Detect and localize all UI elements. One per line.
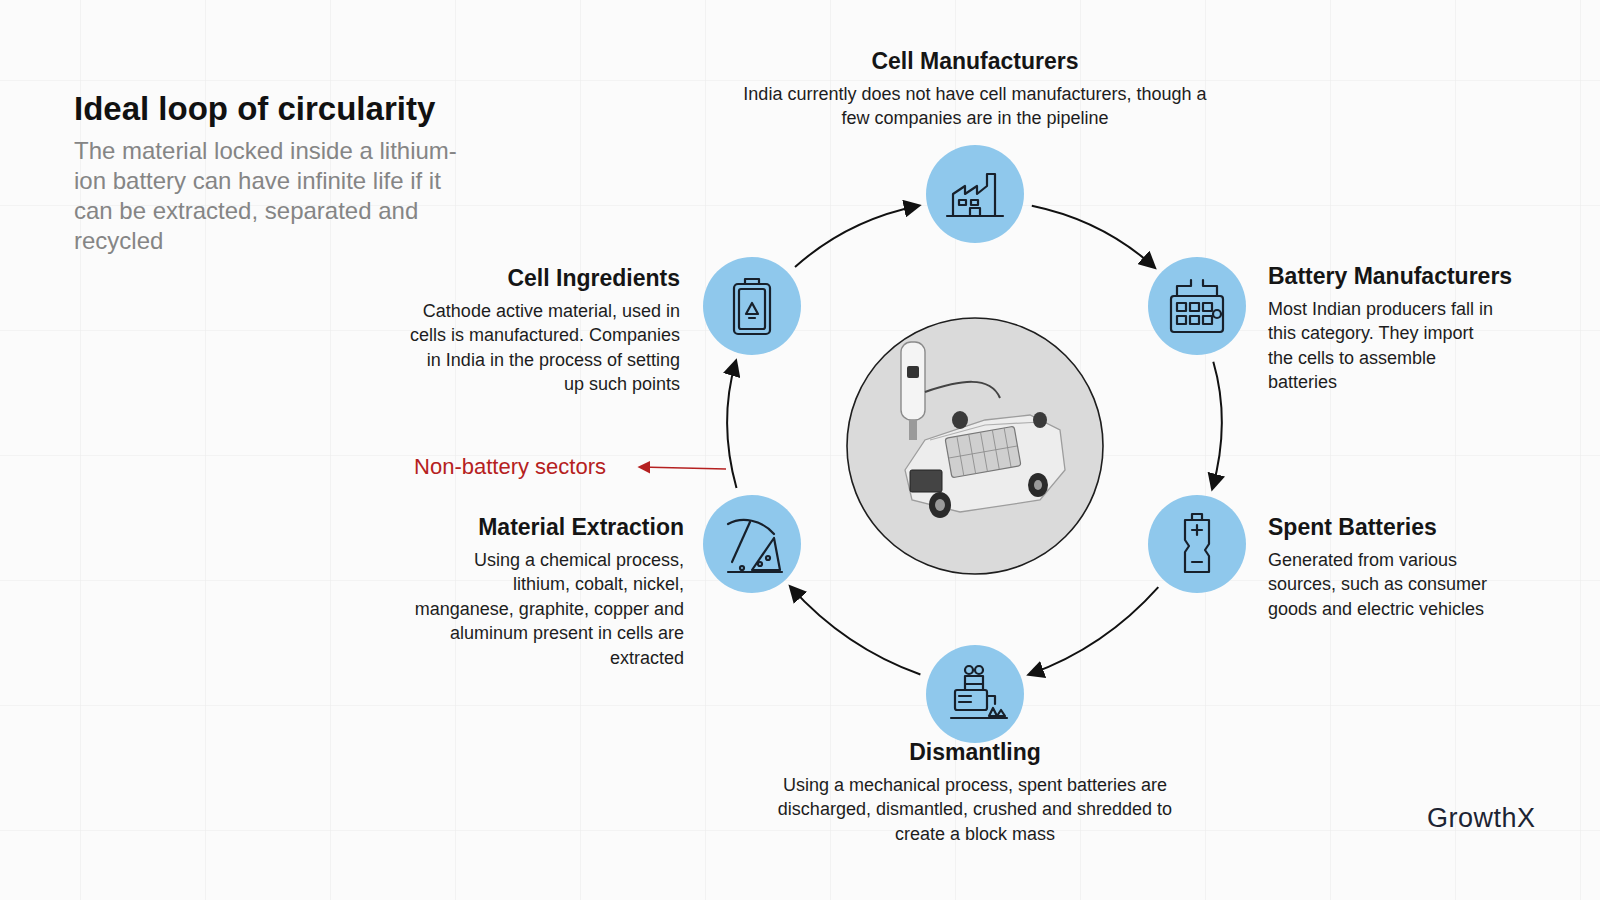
node-heading: Material Extraction bbox=[414, 513, 684, 541]
car-illustration bbox=[847, 318, 1103, 574]
text-block: DismantlingUsing a mechanical process, s… bbox=[770, 738, 1180, 846]
flow-arrow bbox=[1213, 362, 1222, 488]
flow-arrow bbox=[795, 206, 918, 267]
process-circle: DismantlingUsing a mechanical process, s… bbox=[925, 644, 1025, 744]
text-block: Cell ManufacturersIndia currently does n… bbox=[740, 47, 1210, 131]
flow-arrow bbox=[1030, 587, 1159, 674]
flow-arrow bbox=[727, 362, 736, 488]
circle-icon bbox=[925, 644, 1025, 744]
text-block: Material ExtractionUsing a chemical proc… bbox=[414, 513, 684, 670]
flow-arrow bbox=[791, 587, 921, 674]
node-heading: Cell Manufacturers bbox=[740, 47, 1210, 75]
text-block: Battery ManufacturersMost Indian produce… bbox=[1268, 262, 1530, 395]
leader-arrow bbox=[640, 467, 726, 469]
flow-arrow bbox=[1032, 206, 1154, 267]
process-circle: Cell ManufacturersIndia currently does n… bbox=[925, 144, 1025, 244]
node-body: Most Indian producers fall in this categ… bbox=[1268, 297, 1496, 395]
circle-icon bbox=[1147, 256, 1247, 356]
node-body: Using a chemical process, lithium, cobal… bbox=[414, 548, 684, 670]
node-heading: Spent Batteries bbox=[1268, 513, 1523, 541]
node-body: Generated from various sources, such as … bbox=[1268, 548, 1523, 621]
node-heading: Dismantling bbox=[770, 738, 1180, 766]
node-heading: Battery Manufacturers bbox=[1268, 262, 1530, 290]
node-body: Using a mechanical process, spent batter… bbox=[770, 773, 1180, 846]
brand-logo: GrowthX bbox=[1427, 803, 1536, 834]
process-circle: Material ExtractionUsing a chemical proc… bbox=[702, 494, 802, 594]
node-body: Cathode active material, used in cells i… bbox=[405, 299, 680, 397]
process-circle: Spent BatteriesGenerated from various so… bbox=[1147, 494, 1247, 594]
circle-icon bbox=[1147, 494, 1247, 594]
text-block: Spent BatteriesGenerated from various so… bbox=[1268, 513, 1523, 621]
diagram-title: Ideal loop of circularity bbox=[74, 90, 435, 128]
process-circle: Battery ManufacturersMost Indian produce… bbox=[1147, 256, 1247, 356]
subtitle: The material locked inside a lithium-ion… bbox=[74, 136, 459, 256]
node-heading: Cell Ingredients bbox=[405, 264, 680, 292]
process-circle: Cell IngredientsCathode active material,… bbox=[702, 256, 802, 356]
circle-icon bbox=[925, 144, 1025, 244]
circle-icon bbox=[702, 494, 802, 594]
text-block: Cell IngredientsCathode active material,… bbox=[405, 264, 680, 397]
node-body: India currently does not have cell manuf… bbox=[740, 82, 1210, 131]
circle-icon bbox=[702, 256, 802, 356]
annotation-label: Non-battery sectors bbox=[414, 454, 606, 480]
